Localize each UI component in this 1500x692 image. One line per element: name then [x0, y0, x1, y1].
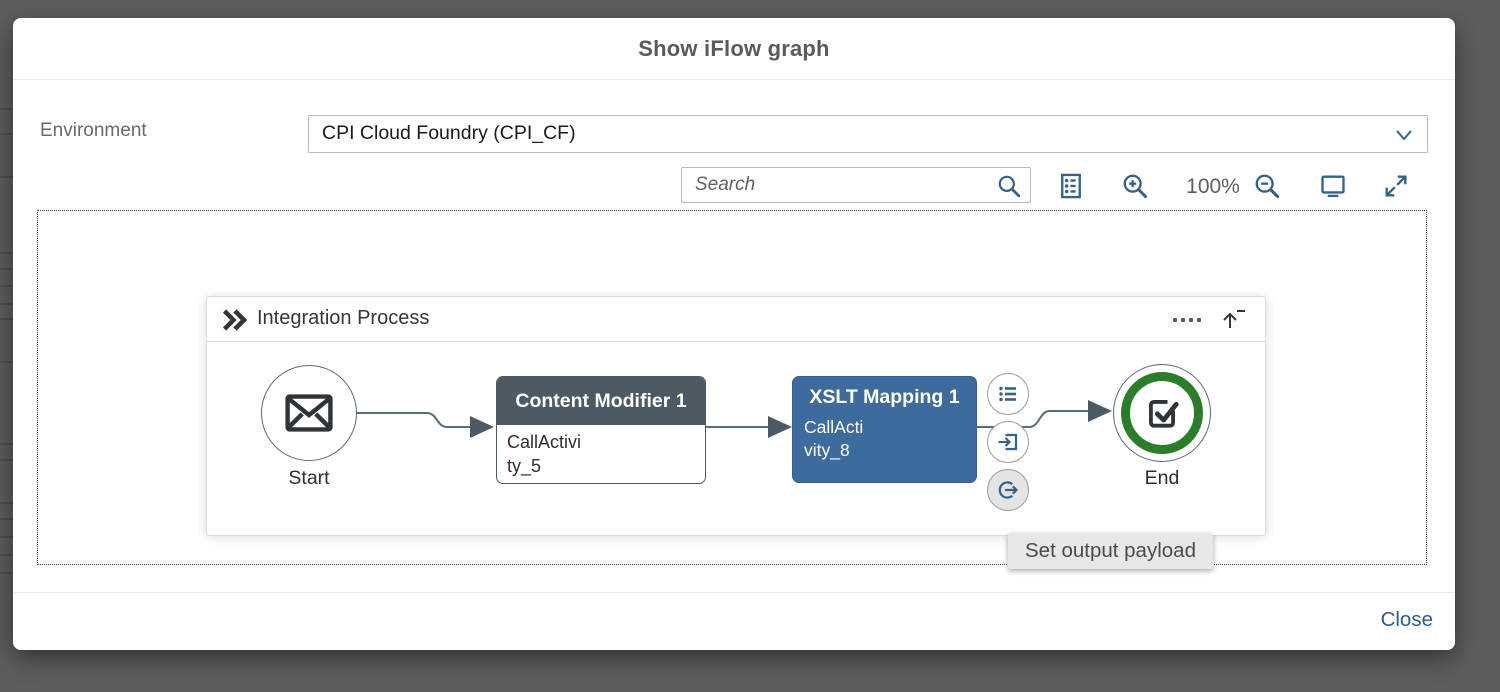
environment-select[interactable]: CPI Cloud Foundry (CPI_CF): [308, 115, 1428, 153]
dialog-header: Show iFlow graph: [13, 18, 1455, 80]
full-screen-icon[interactable]: [1382, 172, 1410, 200]
content-modifier-node[interactable]: Content Modifier 1 CallActivi ty_5: [496, 376, 706, 484]
end-node-label: End: [1144, 467, 1180, 489]
process-icon: [222, 309, 248, 331]
dialog-title: Show iFlow graph: [638, 36, 830, 61]
chevron-down-icon: [1396, 130, 1412, 141]
content-modifier-id: CallActivi ty_5: [507, 432, 582, 476]
legend-icon[interactable]: [1057, 172, 1085, 200]
integration-process-title: Integration Process: [257, 307, 430, 329]
fit-screen-icon[interactable]: [1319, 172, 1347, 200]
tooltip-text: Set output payload: [1025, 539, 1196, 562]
xslt-mapping-node[interactable]: XSLT Mapping 1 CallActi vity_8: [792, 376, 977, 483]
show-properties-button[interactable]: [987, 373, 1029, 415]
environment-selected-value: CPI Cloud Foundry (CPI_CF): [322, 122, 576, 144]
search-box: [681, 167, 1031, 203]
start-event-node[interactable]: [261, 365, 357, 461]
xslt-mapping-title: XSLT Mapping 1: [809, 386, 960, 408]
end-event-node[interactable]: [1113, 364, 1211, 462]
collapse-icon[interactable]: [1220, 306, 1247, 332]
xslt-mapping-id: CallActi vity_8: [804, 417, 864, 460]
zoom-in-icon[interactable]: [1121, 172, 1149, 200]
start-node-label: Start: [288, 467, 330, 489]
tooltip: Set output payload: [1008, 533, 1213, 569]
backdrop: [0, 0, 14, 692]
checkbox-check-icon: [1149, 400, 1179, 428]
zoom-out-icon[interactable]: [1253, 172, 1281, 200]
content-modifier-title: Content Modifier 1: [497, 377, 705, 425]
bullet-list-icon: [999, 386, 1016, 402]
zoom-level: 100%: [1186, 175, 1240, 198]
graph-canvas[interactable]: Integration Process: [37, 210, 1427, 565]
sign-out-icon: [998, 481, 1019, 499]
sequence-flow-connectors: [357, 400, 1112, 438]
sign-in-icon: [998, 433, 1018, 451]
search-input[interactable]: [682, 168, 994, 202]
close-button[interactable]: Close: [1380, 608, 1433, 631]
show-iflow-graph-dialog: Show iFlow graph Environment CPI Cloud F…: [13, 18, 1455, 650]
integration-process-header: Integration Process: [207, 297, 1265, 342]
set-input-payload-button[interactable]: [987, 421, 1029, 463]
dialog-footer: Close: [13, 592, 1455, 650]
overflow-icon[interactable]: [1173, 318, 1201, 322]
end-event-ring: [1121, 372, 1203, 454]
envelope-icon: [285, 394, 333, 432]
integration-process-pool[interactable]: Integration Process: [206, 296, 1266, 536]
environment-label: Environment: [40, 120, 147, 141]
set-output-payload-button[interactable]: [987, 469, 1029, 511]
search-icon[interactable]: [996, 173, 1022, 199]
